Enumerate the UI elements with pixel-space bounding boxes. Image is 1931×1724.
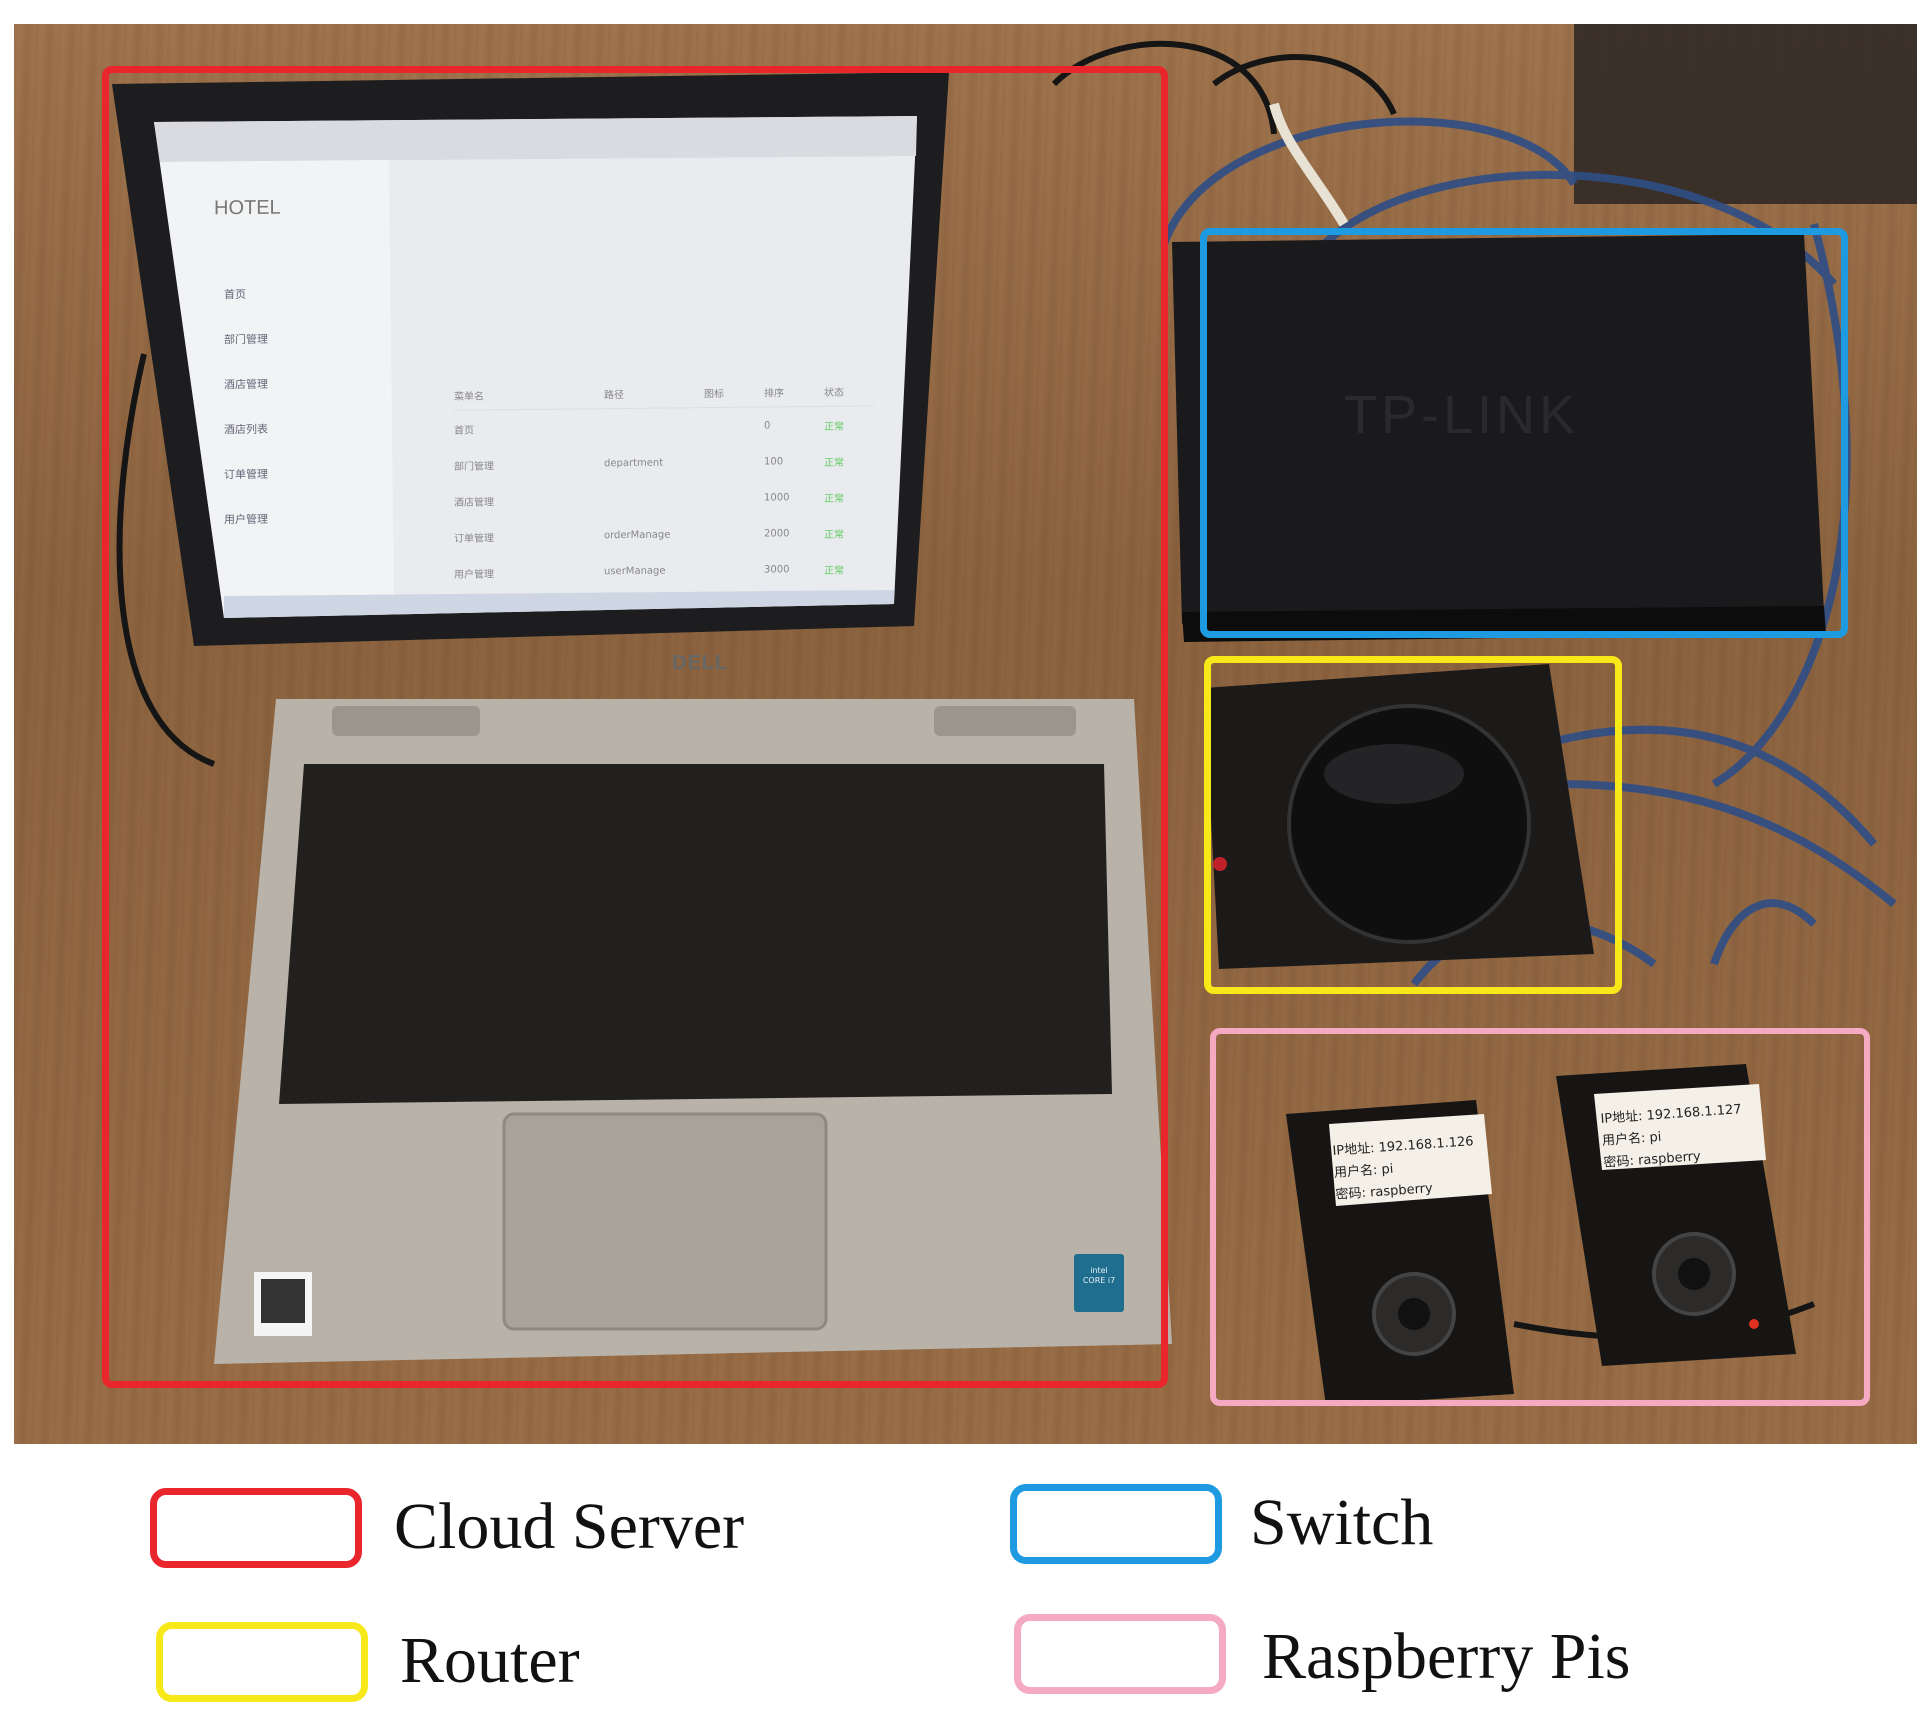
laptop — [112, 72, 1172, 1364]
switch-highlight — [1200, 228, 1848, 638]
router-highlight — [1204, 656, 1622, 994]
cloud-server-highlight — [102, 66, 1168, 1388]
touchpad — [502, 1112, 828, 1331]
tplink-logo: TP-LINK — [1344, 385, 1580, 445]
legend-label: Switch — [1250, 1486, 1434, 1559]
legend-label: Raspberry Pis — [1262, 1620, 1631, 1693]
legend-swatch-red — [150, 1488, 362, 1568]
legend-swatch-yellow — [156, 1622, 368, 1702]
raspberry-pi-right — [1556, 1064, 1796, 1366]
dell-logo: DELL — [672, 652, 729, 674]
raspberry-pi-left — [1286, 1100, 1514, 1406]
legend-swatch-blue — [1010, 1484, 1222, 1564]
intel-sticker — [1074, 1254, 1124, 1312]
pi-label-card-right — [1594, 1084, 1766, 1170]
setup-photo: HOTEL 首页 部门管理 酒店管理 酒店列表 订单管理 用户管理 菜单名 路径… — [14, 24, 1917, 1444]
legend-label: Router — [400, 1624, 580, 1697]
pi-label-card-left — [1329, 1114, 1492, 1206]
router-device — [1204, 664, 1594, 969]
raspberry-pis-highlight — [1210, 1028, 1870, 1406]
intel-label: intel CORE i7 — [1082, 1266, 1116, 1285]
photo-illustration — [112, 24, 1917, 1406]
white-cable — [1269, 102, 1349, 227]
legend-label: Cloud Server — [394, 1490, 745, 1563]
monitor-base-shadow — [1574, 24, 1917, 204]
legend-swatch-pink — [1014, 1614, 1226, 1694]
